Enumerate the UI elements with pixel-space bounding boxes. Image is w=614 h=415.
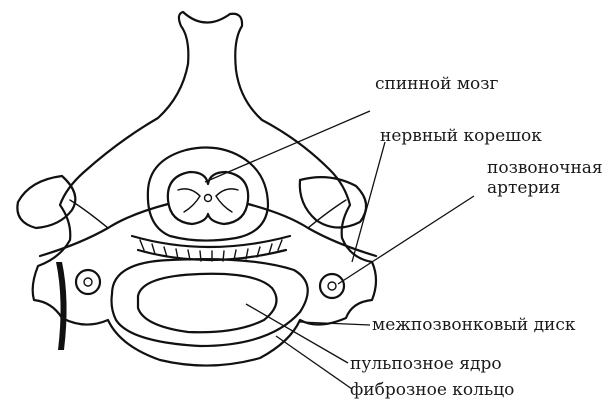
vertebra-outline [31,10,378,367]
spinal-cord [166,170,250,226]
left-transverse-process [16,174,77,230]
label-nucleus-pulposus: пульпозное ядро [350,354,502,374]
leader-intervertebral-disc [299,321,371,326]
label-intervertebral-disc: межпозвонковый диск [372,315,576,335]
label-spinal-cord: спинной мозг [375,74,499,94]
label-annulus-fibrosus: фиброзное кольцо [350,380,515,400]
spinal-canal [146,146,270,242]
nucleus-pulposus [136,272,278,334]
leader-vertebral-artery [337,195,475,285]
right-transverse-process [298,175,368,229]
label-nerve-root: нервный корешок [380,126,542,146]
leader-nerve-root [351,141,386,263]
left-dark-structure [56,262,67,350]
leader-nucleus-pulposus [245,303,349,364]
left-vertebral-artery [74,268,102,296]
right-vertebral-artery [318,272,346,300]
annulus-fibrosus [110,258,309,348]
leader-annulus-fibrosus [275,335,353,390]
leader-spinal-cord [204,110,371,183]
label-vertebral-artery: позвоночная артерия [487,158,603,198]
nerve-roots [38,199,378,258]
